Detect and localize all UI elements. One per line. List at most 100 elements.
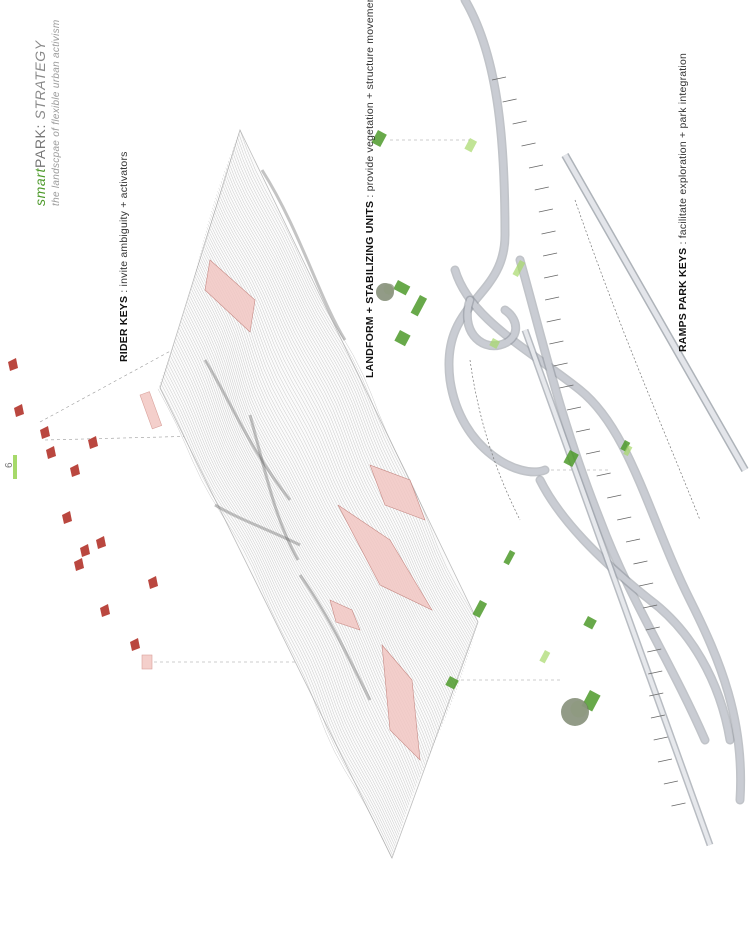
ramp-ribbon — [517, 257, 708, 743]
contour-line — [186, 304, 418, 784]
ramp-post — [643, 604, 658, 609]
ramp-post — [553, 362, 568, 367]
contour-line — [199, 256, 438, 737]
ramps-park-layer — [444, 0, 749, 847]
terrain-ridge — [260, 169, 347, 341]
contour-line — [172, 348, 403, 823]
stabilizing-unit — [371, 130, 387, 148]
contour-line — [168, 358, 401, 832]
contour-line — [176, 334, 407, 811]
landform-units-label: LANDFORM + STABILIZING UNITS : provide v… — [364, 0, 376, 378]
ramp-post — [625, 538, 641, 543]
rider-keys-layer — [8, 358, 163, 670]
contour-line — [190, 291, 423, 772]
contour-line — [222, 177, 467, 663]
contour-line — [179, 328, 410, 805]
rider-key-block — [130, 638, 140, 651]
ramp-post — [491, 76, 507, 81]
ramp-post — [566, 406, 582, 411]
contour-line — [235, 140, 476, 631]
contour-line — [230, 154, 473, 643]
straight-ramp-top — [562, 153, 748, 472]
stabilizing-unit — [503, 550, 516, 566]
vegetation-unit — [512, 260, 526, 277]
contour-line — [160, 382, 394, 853]
rider-ramp — [139, 391, 163, 430]
ramp-post — [549, 340, 564, 345]
dotted-path — [574, 199, 701, 521]
vegetation-unit — [489, 337, 501, 349]
section-title: STRATEGY — [32, 40, 48, 120]
contour-line — [166, 365, 399, 838]
ramps-keys-term: RAMPS PARK KEYS — [677, 247, 689, 352]
contour-line — [201, 246, 442, 727]
ramp-ribbon — [537, 477, 733, 743]
ramp-post — [657, 758, 673, 763]
leader-line — [39, 304, 256, 423]
ramp-post — [633, 560, 648, 565]
ramp-post — [647, 648, 662, 653]
contour-line — [224, 171, 468, 657]
contour-line — [159, 385, 393, 856]
contour-line — [214, 201, 460, 684]
contour-line — [164, 368, 398, 841]
rider-key-block — [70, 464, 80, 477]
stabilizing-unit — [410, 295, 428, 317]
ramp-post — [546, 318, 561, 323]
ramps-keys-description: : facilitate exploration + park integrat… — [677, 52, 689, 245]
contour-line — [226, 164, 470, 652]
stabilizing-unit — [583, 616, 597, 630]
ramp-post — [543, 252, 558, 257]
ramp-post — [639, 582, 654, 587]
contour-line — [161, 378, 395, 850]
ramp-post — [585, 450, 601, 455]
contour-line — [239, 129, 479, 623]
contour-line — [212, 207, 457, 690]
ramp-post — [534, 186, 549, 191]
tree-icon — [383, 283, 395, 295]
contour-line — [231, 150, 474, 640]
rider-key-block — [80, 544, 90, 557]
ramp-post — [645, 626, 660, 631]
terrain-ridge — [203, 359, 292, 501]
contour-line — [198, 259, 437, 740]
terrain-ridge — [298, 574, 372, 701]
ramp-post — [559, 384, 574, 389]
ramp-post — [663, 780, 678, 785]
ramp-post — [596, 472, 611, 477]
stabilizing-unit — [394, 329, 411, 347]
page-subtitle: the landscpae of flexible urban activism — [51, 19, 62, 206]
landform-units-term: LANDFORM + STABILIZING UNITS — [364, 200, 376, 378]
contour-line — [169, 355, 401, 829]
ramp-post — [541, 230, 556, 235]
ramp-post — [543, 274, 559, 279]
landform-terrain-layer — [157, 128, 479, 860]
ramp-post — [653, 736, 668, 741]
landform-units-description: : provide vegetation + structure movemen… — [364, 0, 376, 198]
stabilizing-unit — [563, 450, 579, 468]
ramp-post — [575, 428, 591, 433]
long-ramp-top — [523, 329, 712, 846]
stabilizing-unit — [620, 440, 631, 452]
contour-line — [170, 351, 402, 826]
ramp-post — [528, 164, 544, 169]
activator-zone — [329, 599, 361, 631]
contour-line — [174, 341, 405, 817]
contour-line — [173, 344, 404, 820]
rider-key-block — [74, 558, 84, 571]
contour-line — [233, 147, 475, 637]
contour-line — [162, 375, 396, 847]
rider-key-block — [8, 358, 18, 371]
vegetation-unit — [539, 650, 551, 664]
stabilizing-unit — [472, 600, 488, 618]
activator-zone — [337, 504, 433, 611]
contour-line — [185, 308, 417, 787]
contour-line — [187, 301, 419, 781]
ramp-post — [502, 98, 517, 103]
ramp-ribbon-shadow — [444, 0, 550, 477]
rider-key-block — [14, 404, 24, 417]
contour-line — [163, 371, 397, 844]
contour-line — [223, 174, 468, 660]
contour-line — [180, 324, 411, 802]
page-title: smartPARK: STRATEGY — [32, 40, 48, 206]
